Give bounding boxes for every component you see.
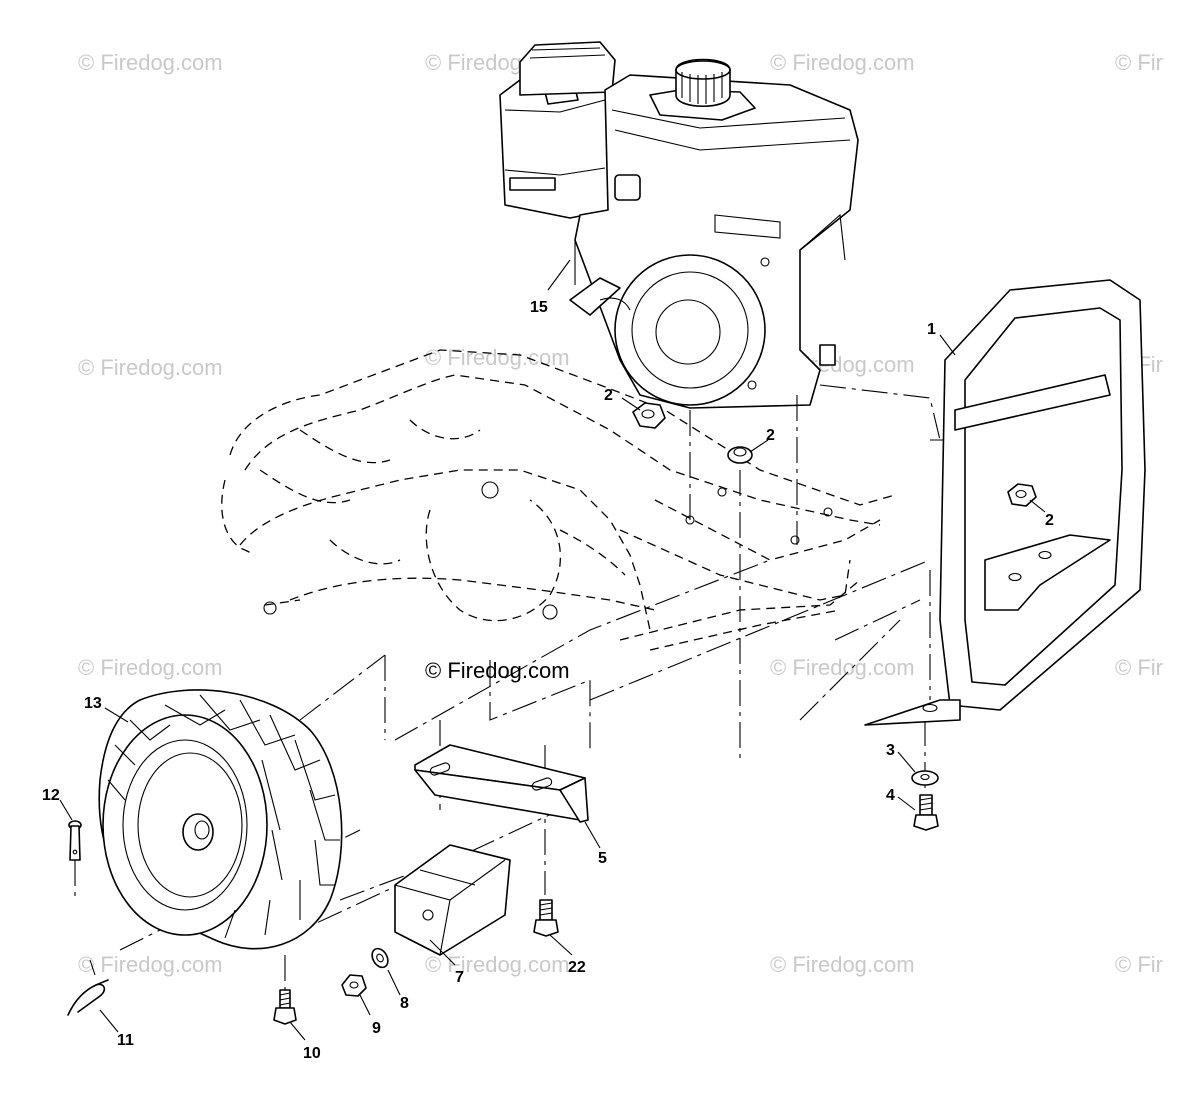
callout-8: 8 <box>400 995 409 1012</box>
bolt-icon <box>533 899 559 937</box>
watermark: © Firedog.com <box>78 952 223 977</box>
weight-block-icon <box>394 844 511 956</box>
watermark: © Firedog.com <box>78 655 223 680</box>
watermark: © Fir <box>1115 952 1163 977</box>
callout-5: 5 <box>598 850 607 867</box>
bracket-icon <box>414 744 589 823</box>
flange-nut-icon <box>1007 483 1037 507</box>
watermark: © Firedog.com <box>425 345 570 370</box>
bumper-icon <box>864 279 1146 726</box>
flange-nut-icon <box>727 446 753 464</box>
callout-3: 3 <box>886 742 895 759</box>
watermark: © Firedog.com <box>770 655 915 680</box>
nut-icon <box>341 974 367 997</box>
watermark: © Firedog.com <box>78 50 223 75</box>
callout-2: 2 <box>766 427 775 444</box>
bolt-icon <box>913 794 939 831</box>
engine-icon <box>499 41 859 409</box>
flange-nut-icon <box>632 402 666 429</box>
hairpin-clip-icon <box>67 979 109 1016</box>
watermark: © Firedog.com <box>425 658 570 683</box>
watermark: © Firedog.com <box>425 952 570 977</box>
callout-4: 4 <box>886 787 895 804</box>
leader-lines <box>59 259 1046 1041</box>
watermark: © Fir <box>1115 655 1163 680</box>
callout-22: 22 <box>568 959 586 976</box>
callout-11: 11 <box>117 1032 134 1049</box>
watermark: © Fir <box>1115 50 1163 75</box>
callout-12: 12 <box>42 787 60 804</box>
callout-1: 1 <box>927 321 936 338</box>
clevis-pin-icon <box>68 820 82 861</box>
callout-9: 9 <box>372 1020 381 1037</box>
callout-7: 7 <box>455 969 464 986</box>
washer-icon <box>371 947 389 969</box>
watermark: © Firedog.com <box>770 952 915 977</box>
wheel-icon <box>98 689 343 950</box>
watermark: © Firedog.com <box>78 355 223 380</box>
callout-13: 13 <box>84 695 102 712</box>
callouts: 1 2 2 2 3 4 5 7 8 9 10 11 12 13 15 22 <box>42 299 1054 1062</box>
callout-15: 15 <box>530 299 548 316</box>
callout-10: 10 <box>303 1045 321 1062</box>
watermark: © Firedog.com <box>770 50 915 75</box>
callout-2: 2 <box>604 387 613 404</box>
tiller-frame-icon <box>221 349 896 651</box>
washer-icon <box>911 770 939 786</box>
bolt-icon <box>273 989 297 1025</box>
callout-2: 2 <box>1045 512 1054 529</box>
